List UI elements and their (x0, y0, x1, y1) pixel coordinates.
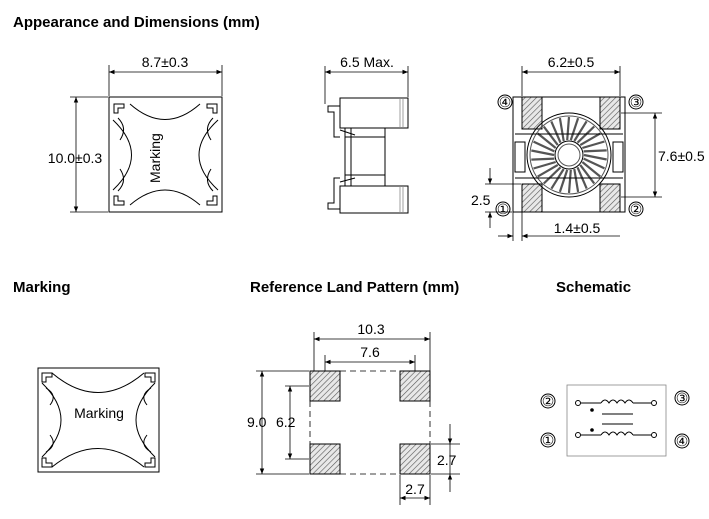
bottom-pin-3: ③ (630, 94, 643, 110)
winding-turn (531, 149, 555, 157)
winding-turn (533, 160, 557, 170)
bottom-span-dim: 6.2±0.5 (548, 54, 595, 70)
winding-turn (550, 120, 562, 144)
bottom-pitch-dim: 7.6±0.5 (658, 148, 705, 164)
land-pad-height: 2.7 (437, 452, 457, 468)
bottom-pin-1: ① (497, 201, 510, 217)
schematic-heading: Schematic (556, 279, 632, 296)
winding-turn (558, 169, 569, 193)
top-view-marking-text: Marking (147, 133, 163, 183)
land-inner-width: 7.6 (360, 344, 380, 360)
land-pattern: 10.3 7.6 9.0 6.2 2.7 2.7 (247, 321, 460, 505)
bottom-pin-4: ④ (499, 94, 512, 110)
winding-turn (542, 125, 559, 146)
winding-turn (567, 169, 572, 194)
bottom-view: ④ ③ ① ② 6.2±0.5 7.6±0.5 2.5 1.4±0.5 (471, 54, 705, 241)
schematic: ② ③ ① ④ (540, 384, 690, 457)
winding-turn (583, 157, 605, 170)
appearance-heading: Appearance and Dimensions (mm) (13, 14, 260, 31)
schematic-pin-2: ② (542, 393, 555, 409)
top-view: Marking 8.7±0.3 10.0±0.3 (48, 54, 223, 213)
winding-turn (581, 161, 601, 178)
land-outer-width: 10.3 (357, 321, 384, 337)
land-pad-width: 2.7 (405, 481, 425, 497)
winding-turn (581, 140, 605, 150)
winding-turn (558, 117, 565, 142)
winding-turn (583, 149, 607, 153)
bottom-pin-2: ② (630, 201, 643, 217)
schematic-pin-1: ① (542, 432, 555, 448)
bottom-pad-width-dim: 1.4±0.5 (554, 220, 601, 236)
toroid-winding (531, 116, 607, 194)
side-height-dim: 6.5 Max. (340, 54, 394, 70)
schematic-pin-3: ③ (676, 390, 689, 406)
land-outer-height: 9.0 (247, 414, 267, 430)
bottom-pad-height-dim: 2.5 (471, 192, 491, 208)
winding-turn (573, 168, 580, 193)
winding-turn (579, 164, 596, 185)
land-inner-height: 6.2 (276, 414, 296, 430)
winding-turn (550, 168, 565, 190)
winding-turn (537, 132, 557, 149)
winding-turn (569, 117, 580, 141)
winding-turn (579, 132, 601, 147)
winding-turn (533, 140, 555, 153)
schematic-pin-4: ④ (676, 433, 689, 449)
winding-turn (537, 163, 559, 178)
winding-turn (543, 166, 562, 185)
winding-turn (531, 157, 555, 161)
marking-heading: Marking (13, 279, 71, 296)
marking-view: Marking (37, 367, 160, 473)
land-pattern-heading: Reference Land Pattern (mm) (250, 279, 460, 296)
top-width-dim: 8.7±0.3 (142, 54, 189, 70)
winding-turn (573, 120, 588, 142)
marking-view-text: Marking (74, 405, 124, 421)
winding-turn (566, 116, 571, 141)
winding-turn (576, 125, 595, 144)
winding-turn (583, 153, 607, 161)
side-view: 6.5 Max. (324, 54, 409, 214)
top-height-dim: 10.0±0.3 (48, 150, 103, 166)
